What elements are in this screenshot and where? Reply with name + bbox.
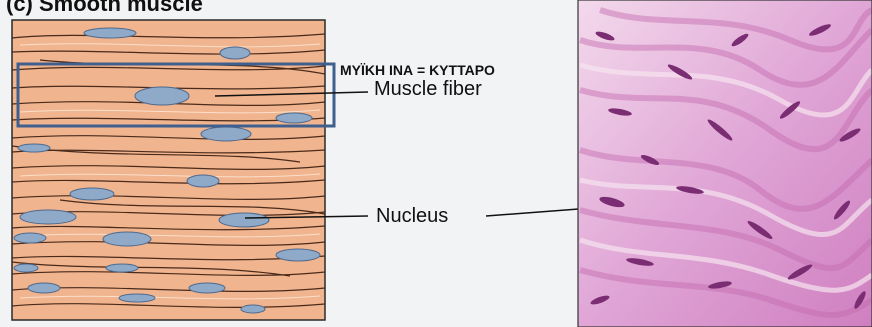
nucleus-label: Nucleus [376,205,448,228]
micrograph [578,0,872,327]
cell-annotation: ΜΥΪΚΗ ΙΝΑ = ΚΥΤΤΑΡΟ [340,62,495,78]
muscle-fiber-label: Muscle fiber [374,78,482,101]
